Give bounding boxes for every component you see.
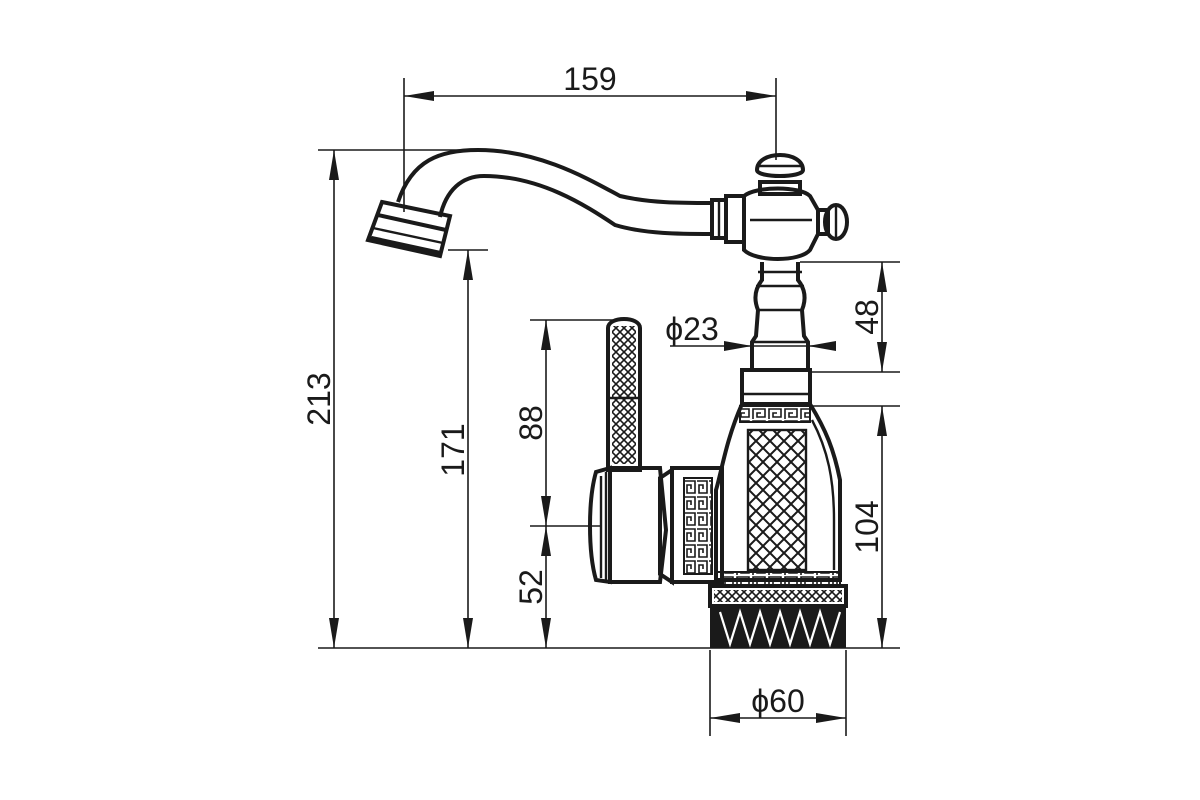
- head-block: [742, 153, 849, 261]
- neck: [750, 262, 810, 370]
- dimension-labels: 159 213 171 88 52 48 104 ϕ23 ϕ60: [301, 61, 885, 719]
- dim-total-height: 213: [301, 372, 337, 425]
- aerator: [365, 199, 453, 259]
- body-cap: [740, 368, 812, 406]
- main-body: [714, 402, 842, 587]
- dim-neck-diameter: ϕ23: [665, 311, 719, 347]
- faucet-outline: [365, 147, 849, 648]
- lever-hub: [588, 465, 724, 586]
- dim-spout-reach: 159: [563, 61, 616, 97]
- dim-lever-axis-height: 52: [513, 569, 549, 605]
- dim-body-height: 104: [849, 500, 885, 553]
- lever-handle: [606, 317, 642, 472]
- dim-base-diameter: ϕ60: [751, 683, 805, 719]
- base: [708, 584, 848, 648]
- dim-spout-height: 171: [435, 423, 471, 476]
- spout: [396, 147, 713, 236]
- dimension-lines: [318, 78, 900, 736]
- spout-collar: [710, 194, 746, 244]
- dim-head-height: 48: [849, 299, 885, 335]
- dim-lever-height: 88: [513, 405, 549, 441]
